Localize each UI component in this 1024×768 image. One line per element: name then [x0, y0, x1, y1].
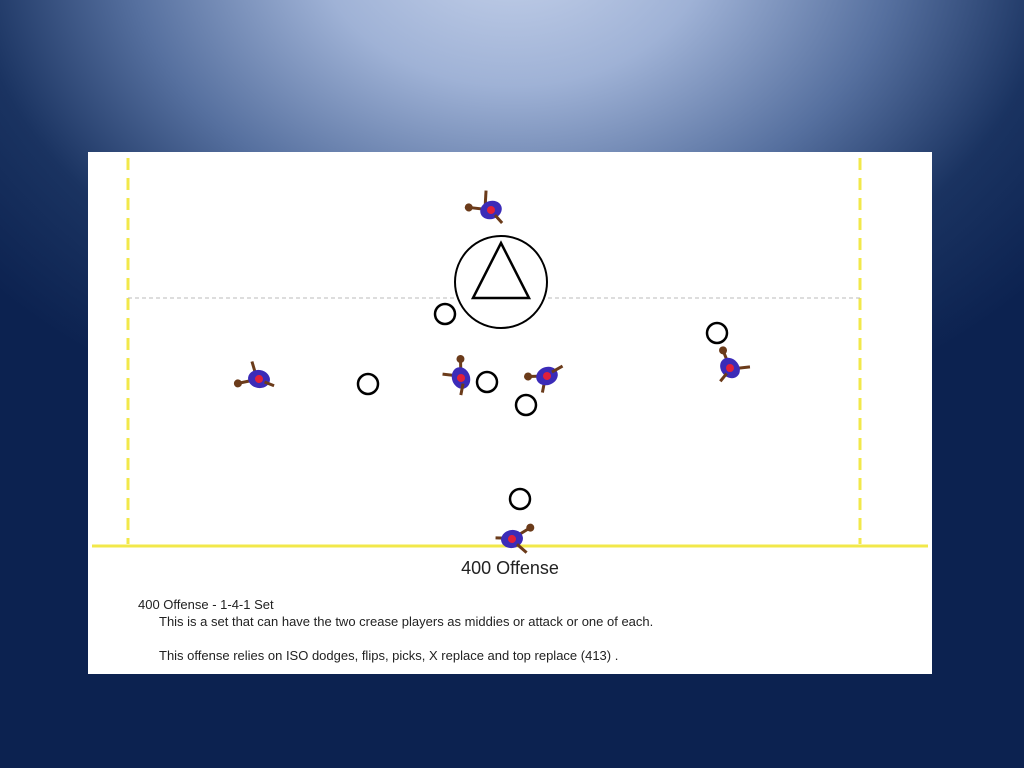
diagram-notes: 400 Offense - 1-4-1 Set This is a set th…	[138, 596, 653, 664]
defender-marker	[514, 393, 538, 417]
crease-circle	[454, 235, 548, 329]
player-crease-right	[524, 364, 564, 393]
lacrosse-field	[92, 158, 928, 554]
goal-triangle	[470, 240, 532, 300]
diagram-title: 400 Offense	[461, 558, 559, 578]
defender-marker	[705, 321, 729, 345]
player-top	[495, 523, 535, 554]
player-x	[464, 190, 504, 224]
notes-heading: 400 Offense - 1-4-1 Set	[138, 597, 274, 612]
defender-marker	[475, 370, 499, 394]
defender-marker	[356, 372, 380, 396]
player-crease-left	[442, 355, 471, 396]
defender-marker	[433, 302, 457, 326]
notes-line-2: This offense relies on ISO dodges, flips…	[159, 648, 619, 663]
player-left-wing	[233, 361, 275, 389]
notes-line-1: This is a set that can have the two crea…	[159, 614, 654, 629]
diagram-card: 400 Offense 400 Offense - 1-4-1 Set This…	[88, 152, 932, 674]
defender-marker	[508, 487, 532, 511]
player-right-wing	[719, 346, 751, 383]
